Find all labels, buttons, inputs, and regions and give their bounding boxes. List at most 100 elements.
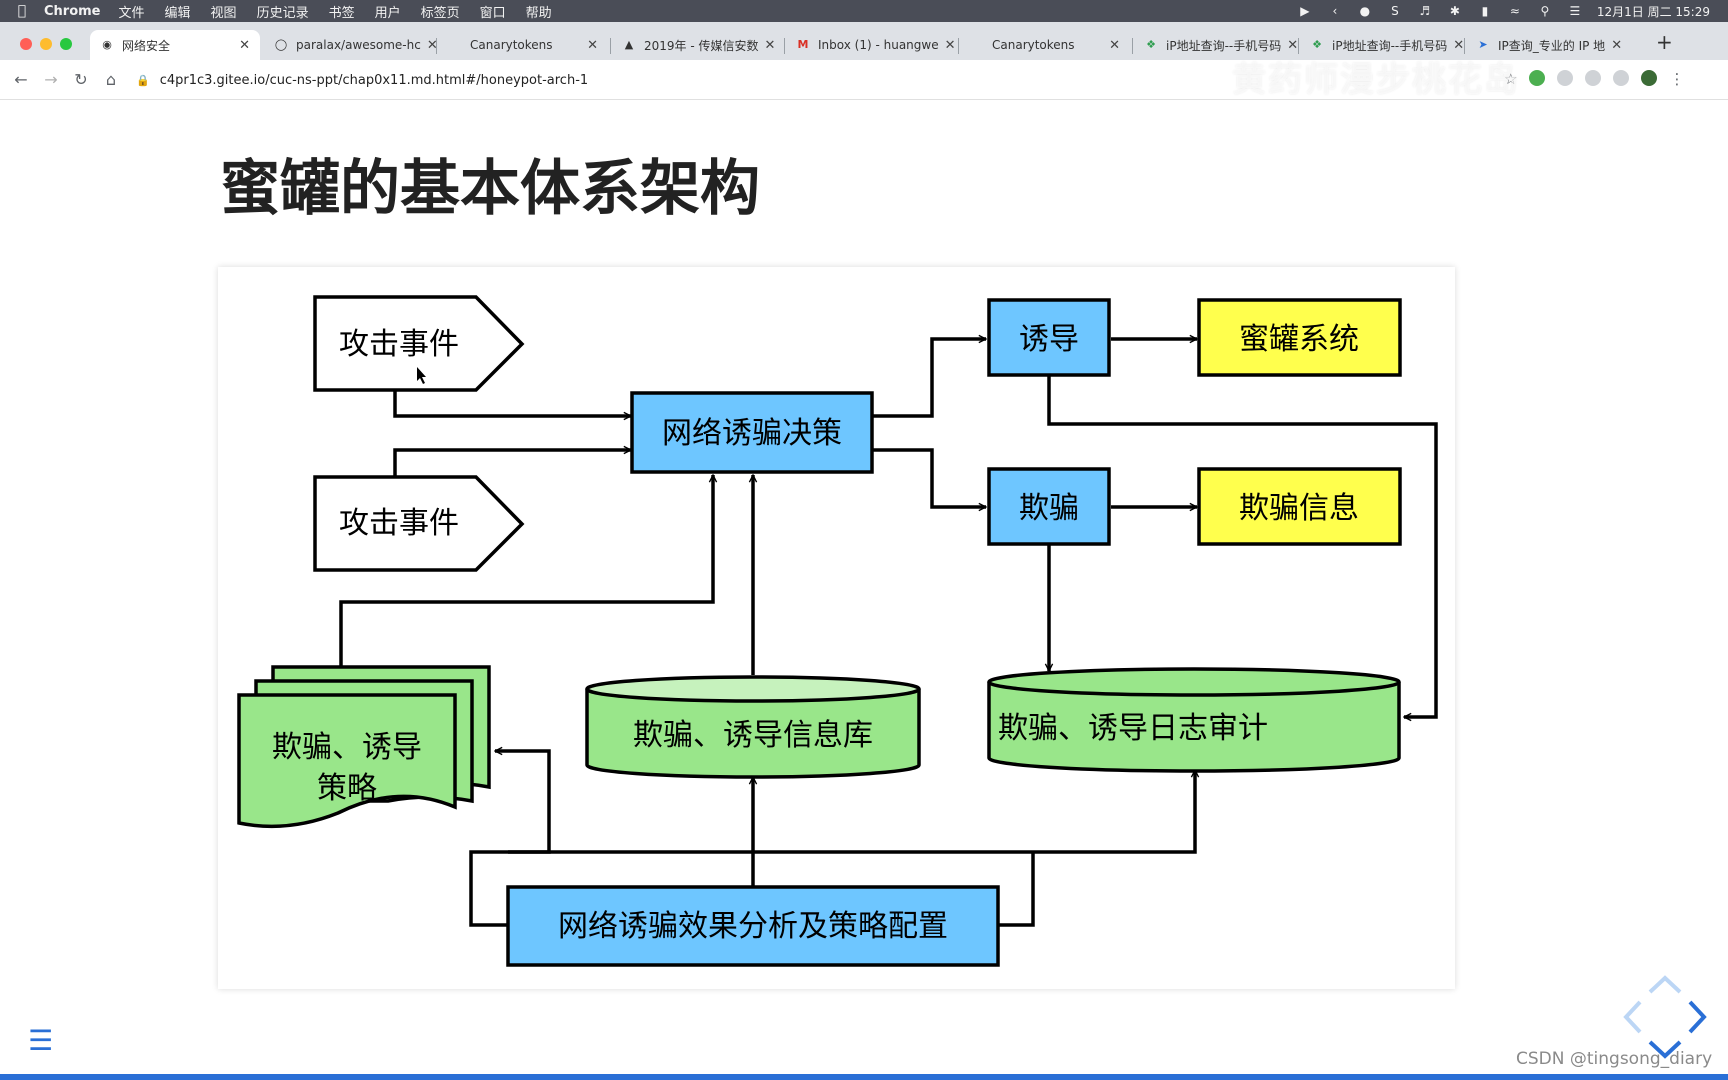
address-bar[interactable]: 🔒 c4pr1c3.gitee.io/cuc-ns-ppt/chap0x11.m… [136,66,1526,94]
nav-down-icon[interactable] [1648,1040,1682,1059]
menu-file[interactable]: 文件 [118,5,145,21]
decision-label: 网络诱骗决策 [662,416,842,451]
macos-menu-bar:  Chrome 文件 编辑 视图 历史记录 书签 用户 标签页 窗口 帮助 ▶… [0,0,1728,22]
github-icon: ◯ [274,38,288,51]
obs-icon[interactable]: ● [1359,4,1371,18]
log-audit-cylinder [987,667,1401,773]
profile-avatar[interactable] [1641,70,1658,86]
attack-event-2-label: 攻击事件 [339,506,459,541]
attack-event-2-shape [313,475,525,572]
tab-close-icon[interactable]: ✕ [764,37,776,53]
menubar-clock[interactable]: 12月1日 周二 15:29 [1596,4,1710,19]
tab-6[interactable]: ❖ iP地址查询--手机号码 ✕ [1134,30,1298,60]
extension-green-icon[interactable] [1529,70,1546,86]
tab-separator [958,38,959,54]
forward-arrow-icon[interactable]: → [44,70,58,89]
tab-title: iP地址查询--手机号码 [1166,38,1282,53]
extension-grey-icon[interactable] [1585,70,1602,86]
deceive-info-label: 欺骗信息 [1239,491,1359,526]
bluetooth-icon[interactable]: ✱ [1449,4,1460,18]
tab-title: paralax/awesome-hc [296,38,421,52]
browser-toolbar: ← → ↻ ⌂ 🔒 c4pr1c3.gitee.io/cuc-ns-ppt/ch… [0,60,1728,100]
maximize-window-button[interactable] [60,38,72,50]
menu-profiles[interactable]: 用户 [374,5,401,21]
minimize-window-button[interactable] [40,38,52,50]
tab-close-icon[interactable]: ✕ [944,37,956,53]
nav-left-icon[interactable] [1623,1000,1642,1034]
info-database-cylinder [585,675,921,779]
info-database-label: 欺骗、诱导信息库 [633,718,873,753]
tab-4[interactable]: M Inbox (1) - huangwe ✕ [786,30,956,60]
menu-tab[interactable]: 标签页 [420,5,460,21]
wifi-off-icon[interactable]: ≈ [1509,4,1520,18]
tab-strip: ◉ 网络安全 ✕ ◯ paralax/awesome-hc ✕ Canaryto… [0,22,1728,60]
honeypot-system-box [1197,298,1402,377]
slide-progress-bar [0,1074,1728,1080]
tab-3[interactable]: ▲ 2019年 - 传媒信安数 ✕ [612,30,782,60]
tab-title: Canarytokens [470,38,553,52]
search-icon[interactable]: ⚲ [1540,4,1550,18]
reload-icon[interactable]: ↻ [74,70,88,89]
volume-icon[interactable]: ♬ [1419,4,1431,18]
s-app-icon[interactable]: S [1391,4,1399,18]
tab-separator [1298,38,1299,54]
new-tab-button[interactable]: + [1656,30,1673,54]
arrow-strategy-to-decision [339,475,713,667]
home-icon[interactable]: ⌂ [105,70,117,89]
strategy-label-line1: 欺骗、诱导 [272,730,422,765]
back-arrow-icon[interactable]: ← [14,70,28,89]
tab-close-icon[interactable]: ✕ [1453,37,1465,53]
tab-close-icon[interactable]: ✕ [1287,37,1299,53]
menu-help[interactable]: 帮助 [525,5,552,21]
slide-title: 蜜罐的基本体系架构 [220,154,760,224]
tab-7[interactable]: ❖ iP地址查询--手机号码 ✕ [1300,30,1464,60]
tab-separator [784,38,785,54]
play-icon[interactable]: ▶ [1300,4,1310,18]
menu-window[interactable]: 窗口 [479,5,506,21]
close-window-button[interactable] [20,38,32,50]
extension-clock-icon[interactable] [1557,70,1574,86]
slide-menu-icon[interactable]: ☰ [28,1024,54,1057]
menu-edit[interactable]: 编辑 [164,5,191,21]
mouse-cursor-icon [417,367,426,384]
tab-2[interactable]: Canarytokens ✕ [438,30,608,60]
tab-close-icon[interactable]: ✕ [587,37,598,53]
menu-history[interactable]: 历史记录 [256,5,309,21]
menu-view[interactable]: 视图 [210,5,237,21]
deceive-label: 欺骗 [1019,491,1079,526]
deceive-box [987,467,1111,546]
chevron-left-icon[interactable]: ‹ [1332,4,1338,18]
tab-0[interactable]: ◉ 网络安全 ✕ [90,30,260,60]
tab-close-icon[interactable]: ✕ [1109,37,1120,53]
tab-1[interactable]: ◯ paralax/awesome-hc ✕ [264,30,438,60]
csdn-credit: CSDN @tingsong_diary [1516,1049,1713,1069]
bookmark-star-icon[interactable]: ☆ [1504,70,1518,88]
menu-app-name[interactable]: Chrome [44,3,101,19]
architecture-diagram-panel: 攻击事件 攻击事件 网络诱骗决策 诱导 欺骗 蜜罐系统 欺骗信息 欺骗、诱导 策… [218,267,1455,989]
apple-icon[interactable]:  [0,3,44,19]
arrow-analysis-to-strategy [495,751,551,854]
menu-bookmarks[interactable]: 书签 [328,5,355,21]
tab-title: Canarytokens [992,38,1075,52]
honeypot-system-label: 蜜罐系统 [1239,322,1359,357]
tab-separator [610,38,611,54]
strategy-document-stack [237,665,491,829]
lock-icon[interactable]: 🔒 [136,73,150,87]
nav-up-icon[interactable] [1648,975,1682,994]
control-center-icon[interactable]: ☰ [1569,4,1581,18]
tab-close-icon[interactable]: ✕ [1611,37,1623,53]
tab-close-icon[interactable]: ✕ [239,37,250,53]
url-text: c4pr1c3.gitee.io/cuc-ns-ppt/chap0x11.md.… [159,72,589,88]
extensions-puzzle-icon[interactable] [1613,70,1630,86]
honeypot-architecture-diagram: 攻击事件 攻击事件 网络诱骗决策 诱导 欺骗 蜜罐系统 欺骗信息 欺骗、诱导 策… [237,295,1438,967]
tab-close-icon[interactable]: ✕ [426,37,438,53]
blank-favicon [448,38,462,52]
attack-event-1-label: 攻击事件 [339,327,459,362]
decision-box [630,391,874,474]
tab-8[interactable]: ➤ IP查询_专业的 IP 地 ✕ [1466,30,1632,60]
battery-icon[interactable]: ▮ [1481,4,1489,18]
nav-right-icon[interactable] [1688,1000,1707,1034]
chrome-menu-icon[interactable]: ⋮ [1669,70,1685,88]
gmail-icon: M [797,38,809,51]
tab-5[interactable]: Canarytokens ✕ [960,30,1130,60]
